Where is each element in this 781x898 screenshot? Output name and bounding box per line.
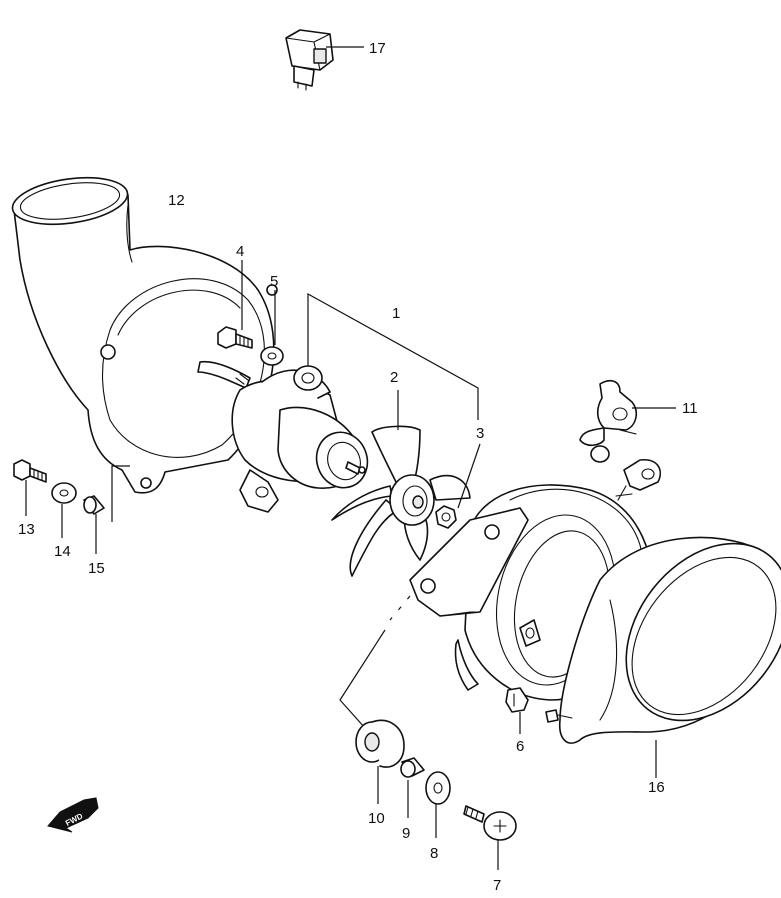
callout-12: 12 [168,192,185,209]
callout-1: 1 [392,305,400,322]
callout-6: 6 [516,738,524,755]
callout-17: 17 [369,40,386,57]
part-11-clamp [579,379,638,463]
part-14-washer [51,482,77,504]
part-17-relay [285,29,334,91]
callout-9: 9 [402,825,410,842]
part-1-fan-motor [197,360,369,513]
callout-4: 4 [236,243,244,260]
part-2-fan-blade [331,425,471,577]
part-16-shroud-ring [545,536,781,744]
part-10-grommet [355,719,405,768]
part-13-bolt [13,459,47,483]
part-5-washer [260,346,284,366]
part-9-collar [400,757,425,778]
callout-16: 16 [648,779,665,796]
part-6-clip-nut [505,687,529,713]
part-7-screw [463,805,517,841]
arrow-left-down-icon: FWD [47,797,99,833]
callout-5: 5 [270,273,278,290]
callout-14: 14 [54,543,71,560]
callout-3: 3 [476,425,484,442]
part-8-washer [425,771,451,805]
callout-10: 10 [368,810,385,827]
callout-13: 13 [18,521,35,538]
part-15-collar [83,495,105,515]
callout-7: 7 [493,877,501,894]
callout-8: 8 [430,845,438,862]
part-3-nut [435,505,457,529]
callout-11: 11 [682,400,698,417]
callout-2: 2 [390,369,398,386]
part-4-bolt [217,326,253,349]
callout-15: 15 [88,560,105,577]
